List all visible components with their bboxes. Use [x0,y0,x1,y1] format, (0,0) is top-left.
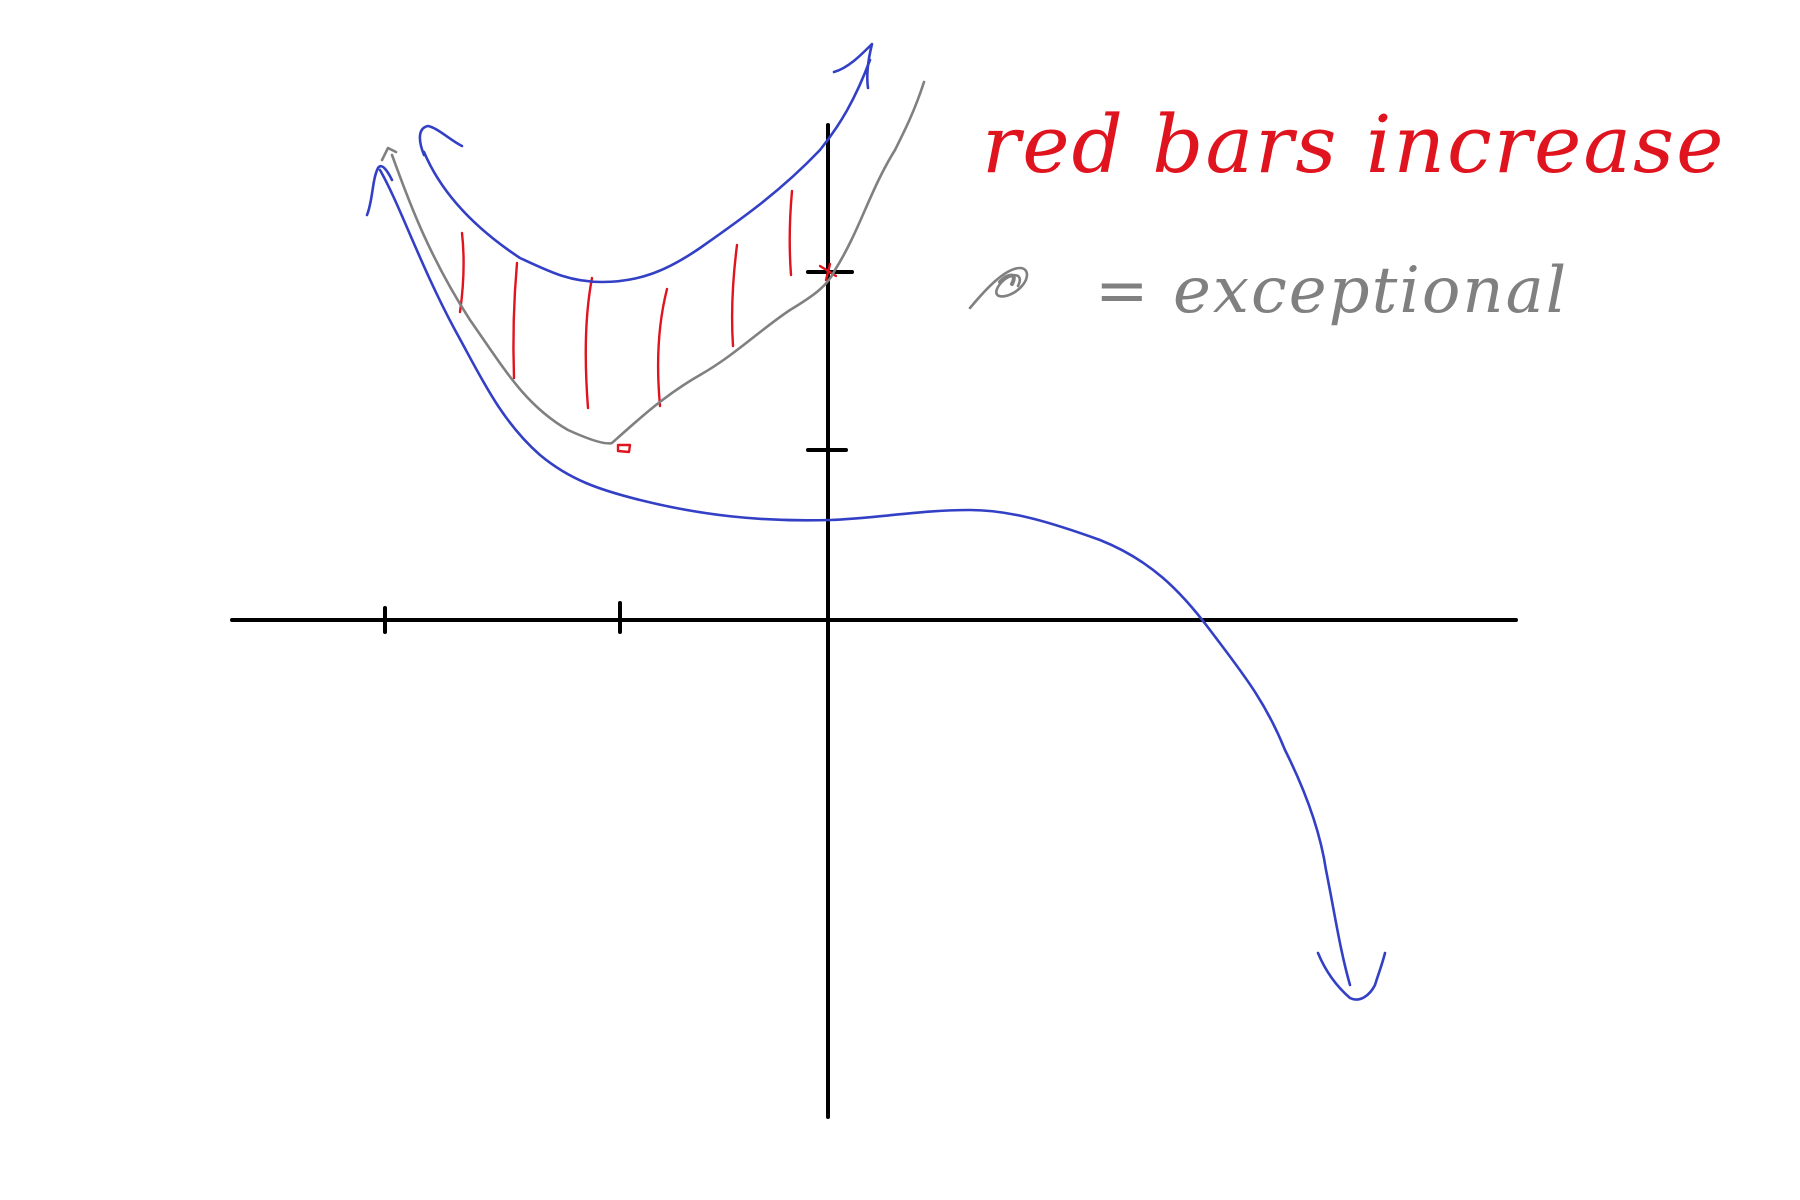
blue-upper-curve-group [418,42,874,284]
gray-arrowhead-left [380,146,398,162]
blue-lower-curve-group [365,164,1387,1001]
blue-upper-arrowhead-right [832,42,874,90]
gray-curve-group [380,80,926,445]
red-bar [458,231,465,314]
red-bar [584,276,594,410]
red-small-mark [616,443,632,454]
red-bar [730,243,739,348]
legend-label: = exceptional [1095,254,1568,328]
red-bar [656,287,669,408]
blue-lower-arrowhead-left [365,164,394,217]
blue-lower-arrowhead-bottom [1316,951,1387,1001]
blue-lower-curve [378,168,1352,987]
blue-upper-curve [422,58,872,284]
red-bar [788,189,794,277]
blue-upper-arrowhead-left [418,124,464,157]
red-bar [512,261,519,380]
legend-marker-icon [968,266,1029,310]
red-bars-note: red bars increase [982,98,1725,191]
gray-curve [390,80,926,445]
